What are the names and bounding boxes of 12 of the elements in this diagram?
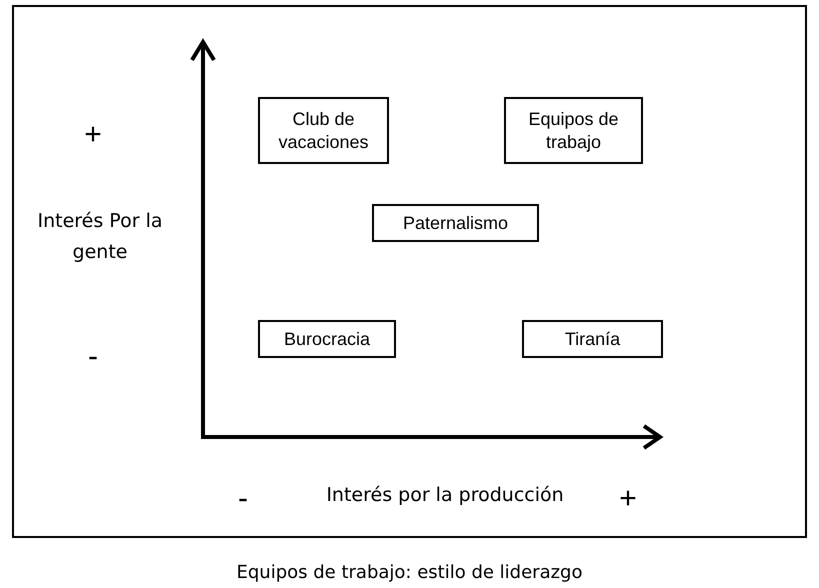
axis-title: Interés Por la gente xyxy=(36,209,164,265)
style-box: Tiranía xyxy=(522,320,663,358)
axis-sign: + xyxy=(83,117,103,153)
axis-sign: + xyxy=(618,481,638,517)
style-box: Burocracia xyxy=(258,320,396,358)
axis-sign: - xyxy=(87,339,99,375)
style-box: Equipos de trabajo xyxy=(504,97,643,164)
caption: Equipos de trabajo: estilo de liderazgo xyxy=(236,562,584,583)
style-box: Club de vacaciones xyxy=(258,97,389,164)
axis-title: Interés por la producción xyxy=(325,483,565,508)
axis-sign: - xyxy=(237,481,249,517)
style-box: Paternalismo xyxy=(372,204,539,242)
